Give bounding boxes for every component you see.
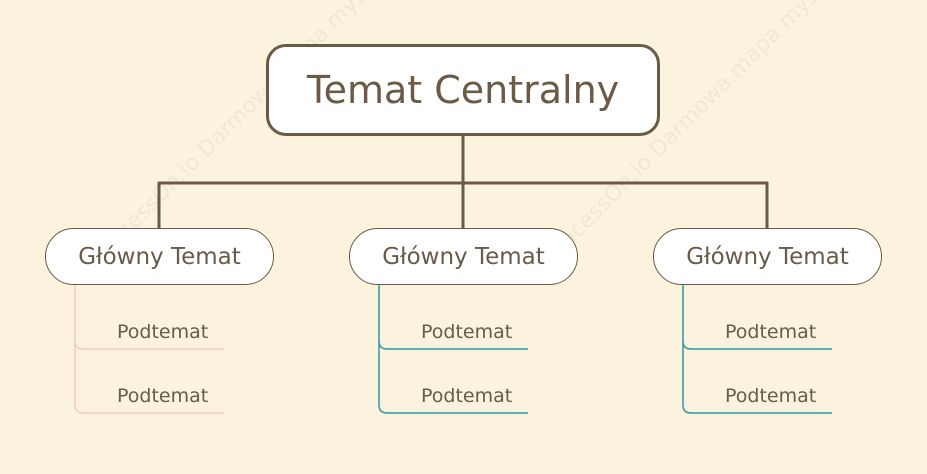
- branch-1-sub-2-line: [74, 341, 224, 414]
- subtopic-node[interactable]: Podtemat: [117, 321, 209, 343]
- branch-2-sub-2-line: [378, 341, 528, 414]
- branch-3-sub-2-line: [682, 341, 832, 414]
- subtopic-node[interactable]: Podtemat: [725, 321, 817, 343]
- central-topic-label: Temat Centralny: [306, 68, 620, 112]
- subtopic-node[interactable]: Podtemat: [725, 385, 817, 407]
- main-topic-node-2[interactable]: Główny Temat: [349, 228, 578, 285]
- central-topic-node[interactable]: Temat Centralny: [266, 44, 660, 136]
- main-topic-label: Główny Temat: [78, 243, 241, 270]
- main-topic-node-1[interactable]: Główny Temat: [45, 228, 274, 285]
- subtopic-node[interactable]: Podtemat: [117, 385, 209, 407]
- main-topic-node-3[interactable]: Główny Temat: [653, 228, 882, 285]
- subtopic-node[interactable]: Podtemat: [421, 385, 513, 407]
- main-topic-label: Główny Temat: [382, 243, 545, 270]
- main-topic-label: Główny Temat: [686, 243, 849, 270]
- subtopic-node[interactable]: Podtemat: [421, 321, 513, 343]
